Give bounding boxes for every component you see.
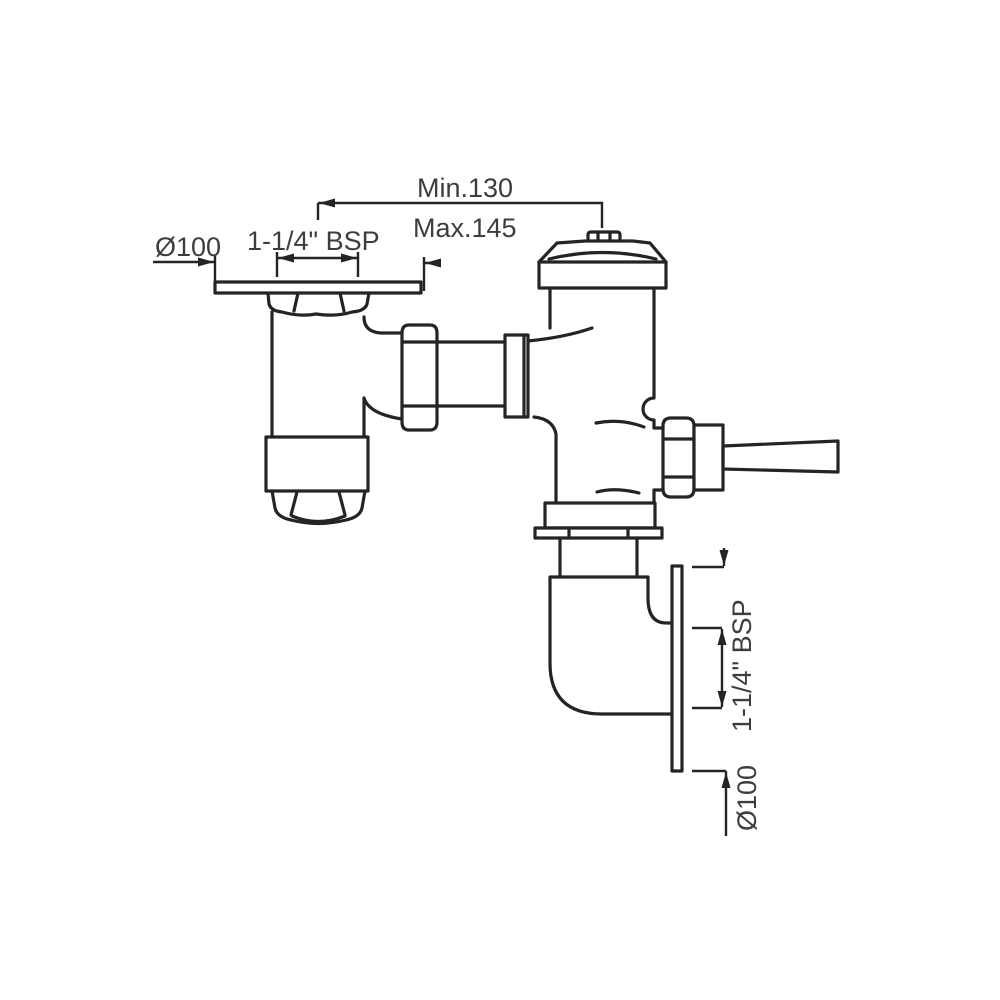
dim-outlet-thread-line [692, 626, 724, 710]
dim-inlet-flange-arrow [198, 257, 214, 267]
lever-handle [721, 439, 840, 474]
label-inlet-thread: 1-1/4" BSP [247, 226, 380, 256]
inlet-pipe [270, 310, 404, 439]
dimension-labels: Min.130 Max.145 Ø100 1-1/4" BSP 1-1/4" B… [155, 173, 762, 831]
inlet-wall-flange [213, 280, 423, 295]
dim-inlet-thread-arrow-right [341, 253, 357, 263]
dim-outlet-thread-arrow-bottom [717, 691, 727, 707]
dim-outlet-plate-top-arrow [719, 550, 729, 566]
dim-offset-wall-arrow [425, 258, 441, 268]
label-outlet-thread: 1-1/4" BSP [727, 599, 757, 732]
valve-outline [213, 230, 840, 773]
label-offset-min: Min.130 [417, 173, 513, 203]
inlet-hex-cap [270, 489, 367, 526]
connecting-pipe [435, 340, 507, 408]
dim-inlet-thread-arrow-left [278, 253, 294, 263]
dimension-lines [153, 198, 731, 836]
dim-outlet-plate-bottom-arrow [721, 772, 731, 788]
outlet-pipe [558, 536, 639, 579]
handle-nut [661, 416, 696, 499]
dim-outlet-thread-arrow-top [717, 629, 727, 645]
inlet-hex-cap-facets [289, 490, 347, 524]
body-bonnet [537, 260, 668, 290]
inlet-backnut-facets [292, 291, 346, 313]
outlet-wall-plate [670, 564, 684, 773]
dim-outlet-plate-bottom [692, 769, 728, 836]
outlet-flange-ring-ticks [567, 526, 630, 540]
outlet-union-block [543, 501, 657, 530]
outlet-flange-ring [533, 526, 664, 540]
label-outlet-flange-diameter: Ø100 [732, 765, 762, 831]
body-shell [526, 286, 665, 505]
dim-offset-line [316, 201, 604, 228]
inlet-backnut [266, 291, 371, 317]
dim-offset-arrow-left [319, 198, 335, 208]
label-offset-max: Max.145 [413, 213, 517, 243]
dim-outlet-plate-top [692, 548, 726, 569]
handle-collar [692, 423, 725, 492]
body-inlet-collar [503, 333, 530, 419]
coupling-nut [400, 323, 439, 432]
inlet-union-block [264, 435, 370, 493]
body-dome [537, 239, 668, 264]
label-inlet-flange-diameter: Ø100 [155, 232, 221, 262]
outlet-elbow [548, 575, 675, 716]
